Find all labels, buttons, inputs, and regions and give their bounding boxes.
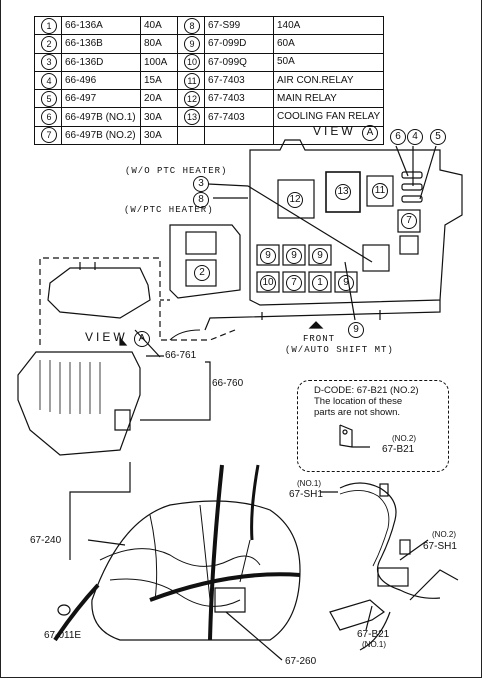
part-66-761: 66-761 [165, 350, 197, 361]
callout-number-badge: 12 [184, 90, 200, 107]
dcode-note: D-CODE: 67-B21 (NO.2) The location of th… [297, 380, 449, 472]
dcode-title: D-CODE: 67-B21 (NO.2) [314, 385, 419, 396]
engine-bay [91, 500, 301, 641]
callout-grid-9a: 9 [260, 248, 276, 264]
callout-5: 5 [430, 129, 446, 145]
relay-7 [397, 209, 421, 233]
callout-12: 12 [287, 192, 303, 208]
view-a-label-top: VIEW A [313, 124, 379, 141]
harness-box [69, 462, 131, 560]
callout-grid-9b: 9 [286, 248, 302, 264]
callout-grid-10: 10 [260, 275, 276, 291]
parts-table-cell-l-num: 4 [34, 70, 62, 91]
parts-table-cell-r-num: 9 [177, 34, 205, 54]
view-letter-badge-housing: A [134, 331, 151, 347]
parts-table-cell-l-rating: 30A [140, 125, 178, 146]
callout-grid-9d: 9 [338, 275, 354, 291]
ptc-box [169, 224, 241, 299]
callout-number-badge: 10 [184, 54, 200, 71]
parts-table-cell-r-num: 12 [177, 89, 205, 109]
callout-number-badge: 9 [184, 35, 200, 52]
callout-11: 11 [372, 183, 388, 199]
callout-number-badge: 4 [41, 72, 57, 89]
callout-number-badge: 6 [41, 109, 57, 126]
callout-7: 7 [401, 213, 417, 229]
callout-number-badge: 5 [41, 90, 57, 107]
view-text-housing: VIEW [85, 330, 128, 344]
parts-table-cell-l-num: 1 [34, 15, 62, 36]
w-ptc-label: (W/PTC HEATER) [124, 205, 214, 215]
part-67-011e: 67-011E [44, 630, 82, 641]
callout-3: 3 [193, 176, 209, 192]
front-label: FRONT [303, 334, 336, 344]
callout-grid-9c: 9 [312, 248, 328, 264]
sh1-no2-part: 67-SH1 [423, 541, 457, 552]
callout-grid-1: 1 [312, 275, 328, 291]
callout-number-badge: 8 [184, 17, 200, 34]
callout-9-bottom: 9 [348, 322, 364, 338]
part-66-760: 66-760 [212, 378, 244, 389]
b21-part: 67-B21 [357, 629, 390, 640]
relay-13 [325, 171, 361, 213]
sh1-no2-label: (NO.2) [432, 530, 456, 539]
callout-grid-7: 7 [286, 275, 302, 291]
callout-4: 4 [407, 129, 423, 145]
part-67-240: 67-240 [30, 535, 62, 546]
b21-no: (NO.1) [362, 640, 386, 649]
callout-number-badge: 7 [41, 127, 57, 144]
callout-number-badge: 11 [184, 72, 200, 89]
sh1-no1-label: (NO.1) [297, 479, 321, 488]
callout-8: 8 [193, 192, 209, 208]
callout-number-badge: 2 [41, 35, 57, 52]
callout-6: 6 [390, 129, 406, 145]
callout-13: 13 [335, 184, 351, 200]
dcode-part-no: (NO.2) [392, 434, 416, 443]
wo-ptc-label: (W/O PTC HEATER) [125, 166, 228, 176]
sh1-harness [339, 482, 441, 599]
parts-table-cell-r-num: 11 [177, 70, 205, 91]
callout-number-badge: 13 [184, 109, 200, 126]
view-a-label-housing: VIEW A [85, 330, 151, 347]
relay-11 [366, 175, 394, 207]
housing-base [17, 351, 141, 456]
housing-cover [47, 267, 151, 319]
view-letter-badge: A [362, 125, 379, 141]
callout-number-badge: 1 [41, 17, 57, 34]
fusebox-outline [249, 139, 463, 306]
w-auto-shift-label: (W/AUTO SHIFT MT) [285, 345, 394, 355]
callout-number-badge: 3 [41, 54, 57, 71]
dcode-line1: The location of these [314, 396, 403, 407]
callout-2: 2 [194, 265, 210, 281]
relay-7b [399, 235, 419, 255]
view-text: VIEW [313, 124, 356, 138]
sh1-no1-part: 67-SH1 [289, 489, 323, 500]
dcode-line2: parts are not shown. [314, 407, 401, 418]
dcode-part: 67-B21 [382, 444, 415, 455]
part-67-260: 67-260 [285, 656, 317, 667]
relay-12 [277, 179, 315, 219]
